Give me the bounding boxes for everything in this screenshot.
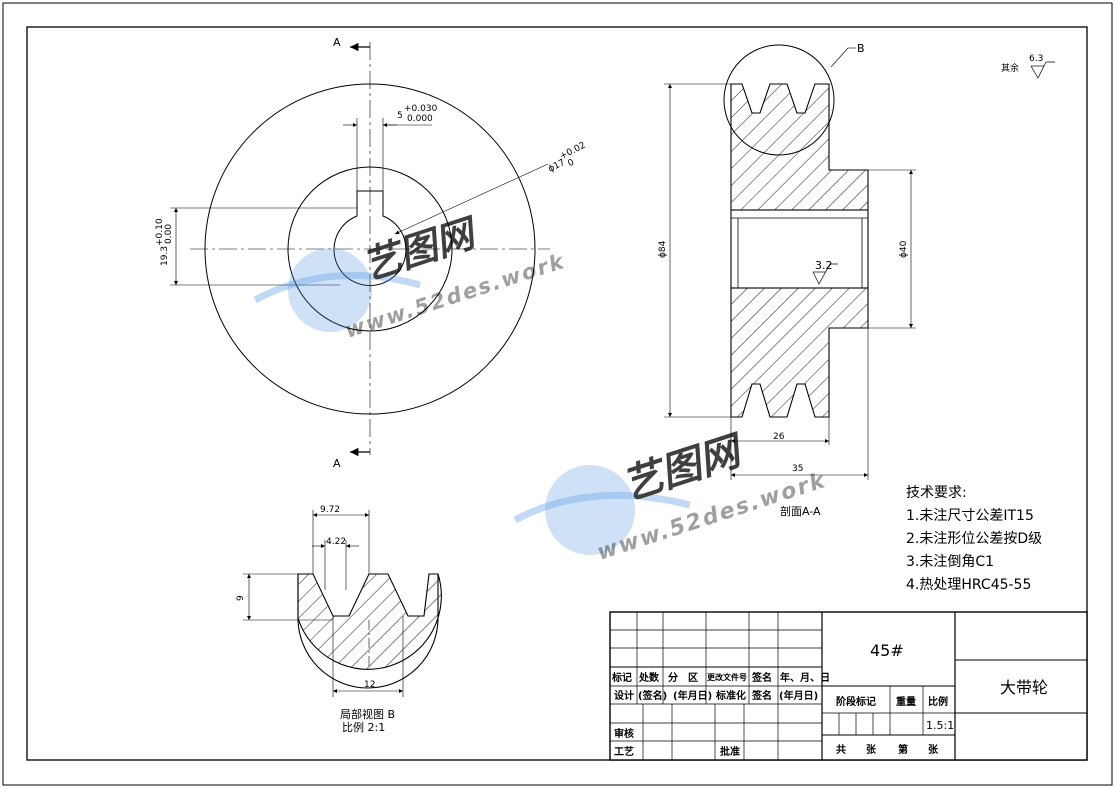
detail-pitch: 12 [364,680,375,690]
tb-mark: 标记 [611,671,632,684]
tb-review: 审核 [614,727,634,740]
detail-top-width: 9.72 [320,505,340,515]
section-hatch-lower [730,287,869,418]
tb-design: 设计 [614,689,634,702]
detail-caption-2: 比例 2:1 [342,720,385,734]
tb-process: 工艺 [614,745,634,758]
tb-scale-label: 比例 [928,695,948,708]
tb-stage-mark: 阶段标记 [836,695,876,708]
hub-dia-dim: ϕ40 [899,240,909,258]
sheet-border-inner [26,26,1088,761]
detail-view: 9.72 4.22 9 12 局部视图 B 比例 2:1 [236,505,442,734]
tech-req-item-4: 4.热处理HRC45-55 [906,577,1031,593]
tb-sign: 签名 [751,671,772,684]
detail-depth: 9 [236,595,246,601]
tech-req-title: 技术要求: [906,485,967,501]
section-caption: 剖面A-A [780,504,821,518]
detail-callout-label: B [857,42,865,55]
outer-dia-dim: ϕ84 [658,240,668,258]
tb-part-name: 大带轮 [1000,678,1048,697]
tb-standard-date: (年月日) [779,689,818,702]
watermark-2: 艺图网 www.52des.work [513,427,830,566]
front-view: A A 5 +0.030 0.000 ϕ17 +0.02 0 19.3 +0.1… [155,36,587,470]
keyway-depth-tol-upper: +0.10 [155,218,165,246]
roughness-value: 6.3 [1029,54,1043,64]
tb-standard: 标准化 [715,689,746,702]
tb-sheet-total: 共 张 [836,743,877,756]
watermark-1: 艺图网 www.52des.work [253,210,568,343]
keyway-depth-dim: 19.3 [160,246,170,266]
watermark-globe-icon-2 [545,465,635,555]
tb-standard-sign: 签名 [751,689,772,702]
roughness-label: 其余 [1001,62,1019,74]
tb-design-sign: (签名) [638,689,667,702]
section-mark-bottom: A [333,457,341,470]
bore-dia-tol-lower: 0 [566,158,576,170]
tech-req-item-3: 3.未注倒角C1 [906,554,994,570]
roughness-note: 其余 6.3 [1001,54,1055,79]
width-35-dim: 35 [792,464,803,474]
watermark-globe-icon [288,248,372,332]
title-block: 标记 处数 分 区 更改文件号 签名 年、月、日 设计 (签名) (年月日) 标… [609,611,1088,761]
bore-with-keyway [333,190,407,287]
detail-hatch [297,573,442,670]
width-26-dim: 26 [773,432,785,442]
keyway-depth-tol-lower: 0.00 [164,224,174,244]
section-mark-top: A [333,36,341,49]
tb-approve: 批准 [720,745,740,758]
detail-b-callout-circle [723,44,835,156]
section-bore [730,209,869,289]
watermark-brand: 艺图网 [357,210,484,289]
keyway-width-tol-lower: 0.000 [407,114,433,124]
keyway-width-tol-upper: +0.030 [404,104,438,114]
tb-zone: 分 区 [668,671,698,684]
tb-weight: 重量 [896,695,916,708]
tb-count: 处数 [638,671,660,684]
tb-change-doc: 更改文件号 [707,672,747,682]
tb-scale-value: 1.5:1 [926,719,954,732]
section-view: B ϕ84 ϕ40 3.2 26 35 剖面A-A [658,42,916,518]
tb-material: 45# [870,641,904,660]
bore-dia-tol-upper: +0.02 [558,141,587,162]
keyway-width-dim: 5 [397,111,403,121]
tech-req-item-2: 2.未注形位公差按D级 [906,531,1042,547]
tb-design-date: (年月日) [673,689,712,702]
tb-date: 年、月、日 [780,671,830,684]
tech-req-item-1: 1.未注尺寸公差IT15 [906,508,1034,524]
tb-sheet-no: 第 张 [898,743,939,756]
section-hatch-upper [730,83,869,211]
tech-requirements: 技术要求: 1.未注尺寸公差IT15 2.未注形位公差按D级 3.未注倒角C1 … [906,485,1042,593]
detail-caption-1: 局部视图 B [340,707,395,721]
detail-bottom-width: 4.22 [326,537,346,547]
bore-roughness: 3.2 [815,259,833,272]
